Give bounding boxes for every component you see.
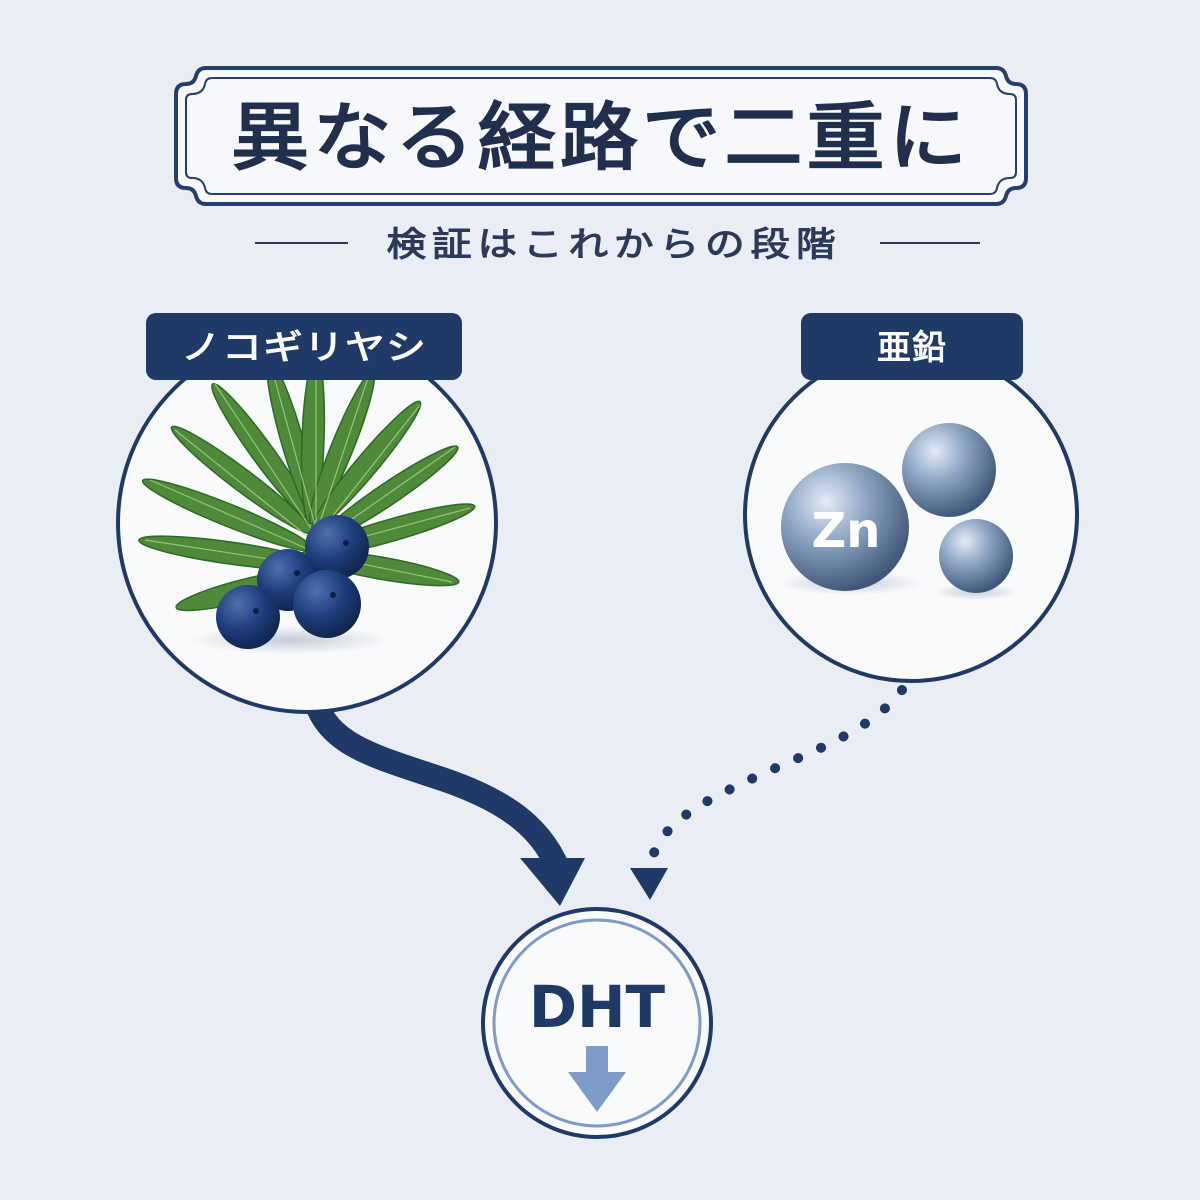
- tag-zinc-label: 亜鉛: [877, 328, 947, 368]
- node-zinc: Zn 亜鉛: [743, 313, 1079, 683]
- node-dht: DHT: [481, 907, 713, 1139]
- saw-palmetto-berries-icon: [138, 355, 476, 654]
- subtitle: 検証はこれからの段階: [387, 225, 842, 265]
- tag-zinc: [801, 313, 1023, 380]
- zinc-spheres-icon: Zn: [778, 423, 1018, 600]
- title-plaque: 異なる経路で二重に: [174, 66, 1028, 206]
- subtitle-group: 検証はこれからの段階: [255, 225, 980, 265]
- zinc-sphere-text: Zn: [812, 503, 881, 559]
- arrowhead-dotted: [630, 868, 668, 900]
- node-dht-inner-ring: [492, 918, 702, 1128]
- node-dht-outer-ring: [481, 907, 713, 1139]
- tag-saw-palmetto-label: ノコギリヤシ: [181, 328, 427, 368]
- tag-saw-palmetto: [146, 313, 462, 380]
- link-dotted-zinc-to-dht: [630, 685, 907, 900]
- link-solid-saw-palmetto-to-dht: [300, 685, 585, 906]
- down-arrow-icon: [568, 1046, 626, 1112]
- page-title: 異なる経路で二重に: [231, 95, 971, 181]
- arrowhead-solid: [520, 858, 585, 906]
- node-saw-palmetto: ノコギリヤシ: [116, 313, 498, 714]
- dht-label: DHT: [529, 973, 666, 1041]
